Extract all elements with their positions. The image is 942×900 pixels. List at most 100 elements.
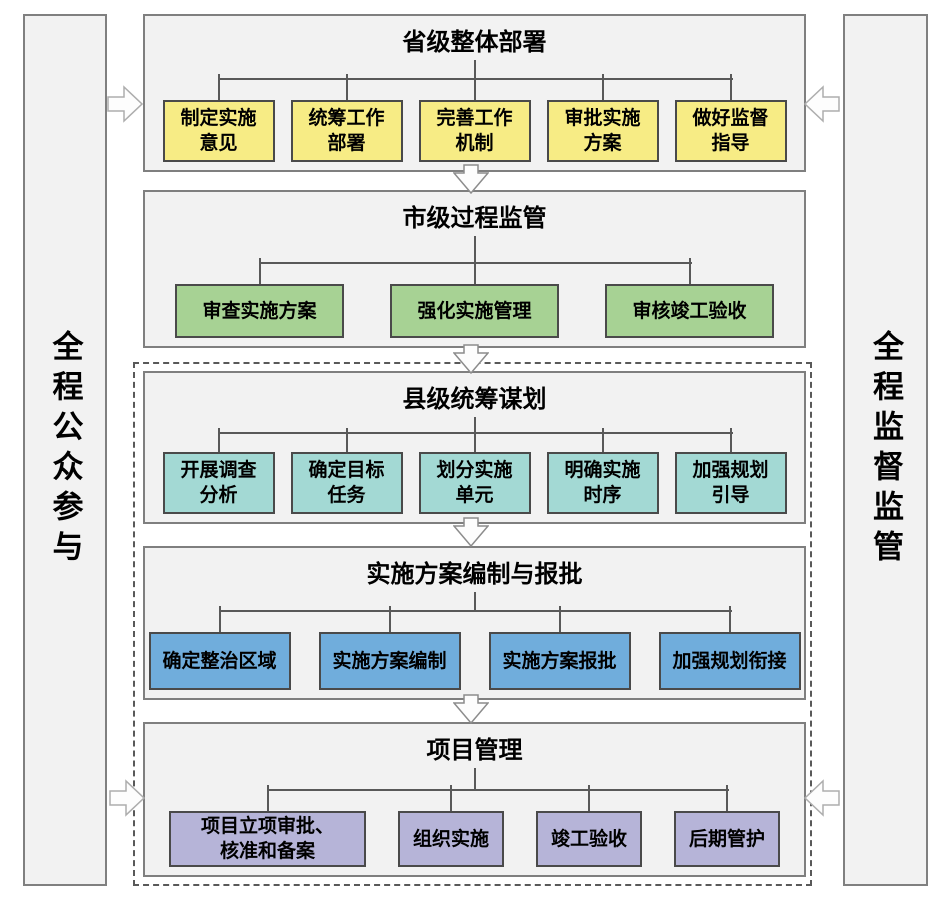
flow-node: 确定整治区域 [148,606,291,690]
connector-line [217,428,220,452]
flow-box: 制定实施 意见 [162,100,275,162]
section-project-management: 项目管理 项目立项审批、 核准和备案 组织实施 竣工验收 后期管护 [143,722,806,877]
down-arrow-icon [452,164,490,195]
flow-box: 组织实施 [398,811,504,867]
flow-box: 划分实施 单元 [418,452,531,514]
flow-node: 完善工作 机制 [418,74,531,162]
flow-node: 制定实施 意见 [162,74,275,162]
flow-box: 项目立项审批、 核准和备案 [169,811,366,867]
flow-node: 强化实施管理 [390,258,559,338]
section-boxes-row: 审查实施方案 强化实施管理 审核竣工验收 [145,258,804,338]
connector-line [473,768,476,789]
connector-line [473,417,476,432]
flow-box: 强化实施管理 [390,284,559,338]
section-provincial-deployment: 省级整体部署 制定实施 意见 统筹工作 部署 完善工作 机制 审批实施 方案 [143,14,806,172]
connector-line [450,785,452,811]
public-participation-label: 全程公众参与 [47,330,83,570]
connector-line [218,606,221,632]
connector-line [729,74,732,100]
down-arrow-icon [452,517,490,548]
connector-line [266,785,269,811]
section-title: 县级统筹谋划 [402,386,547,413]
section-title: 省级整体部署 [402,29,547,56]
section-title: 实施方案编制与报批 [366,561,583,588]
flow-box: 审核竣工验收 [605,284,774,338]
connector-line [601,74,604,100]
flow-node: 组织实施 [398,785,504,867]
section-county-planning: 县级统筹谋划 开展调查 分析 确定目标 任务 划分实施 单元 明确实施 时序 [143,371,806,524]
flow-node: 审查实施方案 [175,258,344,338]
flow-box: 明确实施 时序 [546,452,659,514]
connector-line [588,785,590,811]
supervision-bar: 全程监督监管 [843,14,928,886]
connector-line [726,785,728,811]
connector-line [473,592,476,610]
connector-line [217,74,220,100]
connector-line [220,432,733,434]
public-participation-bar: 全程公众参与 [23,14,107,886]
flow-box: 确定整治区域 [148,632,291,690]
connector-line [601,428,604,452]
flow-node: 确定目标 任务 [290,428,403,514]
flow-node: 后期管护 [674,785,780,867]
flow-box: 审查实施方案 [175,284,344,338]
flow-node: 项目立项审批、 核准和备案 [169,785,366,867]
connector-line [269,789,729,791]
left-arrow-icon [803,84,840,124]
flow-box: 确定目标 任务 [290,452,403,514]
flow-box: 实施方案编制 [318,632,461,690]
flow-node: 实施方案报批 [488,606,631,690]
connector-line [473,428,476,452]
section-boxes-row: 确定整治区域 实施方案编制 实施方案报批 加强规划衔接 [145,606,804,690]
flow-box: 审批实施 方案 [546,100,659,162]
flow-node: 明确实施 时序 [546,428,659,514]
flow-node: 加强规划衔接 [658,606,801,690]
section-boxes-row: 开展调查 分析 确定目标 任务 划分实施 单元 明确实施 时序 加强规划 引导 [145,428,804,514]
flow-node: 做好监督 指导 [674,74,787,162]
down-arrow-icon [452,344,490,375]
connector-line [558,606,561,632]
connector-line [261,262,692,264]
right-arrow-icon [107,84,144,124]
flow-box: 后期管护 [674,811,780,867]
connector-line [345,428,348,452]
flow-box: 加强规划 引导 [674,452,787,514]
flow-box: 竣工验收 [536,811,642,867]
flow-node: 审核竣工验收 [605,258,774,338]
section-title: 市级过程监管 [402,205,547,232]
connector-line [473,74,476,100]
flow-node: 统筹工作 部署 [290,74,403,162]
connector-line [345,74,348,100]
connector-line [473,60,476,78]
flow-box: 统筹工作 部署 [290,100,403,162]
supervision-label: 全程监督监管 [868,330,903,570]
connector-line [473,236,476,262]
down-arrow-icon [452,694,490,725]
flow-box: 完善工作 机制 [418,100,531,162]
section-implementation-plan: 实施方案编制与报批 确定整治区域 实施方案编制 实施方案报批 加强规划衔接 [143,546,806,700]
section-title: 项目管理 [426,737,523,764]
connector-line [258,258,261,284]
left-arrow-icon [803,778,840,818]
section-municipal-supervision: 市级过程监管 审查实施方案 强化实施管理 审核竣工验收 [143,190,806,348]
flow-node: 开展调查 分析 [162,428,275,514]
flow-node: 加强规划 引导 [674,428,787,514]
flow-box: 开展调查 分析 [162,452,275,514]
flow-node: 实施方案编制 [318,606,461,690]
connector-line [388,606,391,632]
connector-line [688,258,691,284]
flow-box: 实施方案报批 [488,632,631,690]
flow-node: 审批实施 方案 [546,74,659,162]
connector-line [473,258,476,284]
connector-line [729,428,732,452]
connector-line [728,606,731,632]
connector-line [220,78,733,80]
connector-line [221,610,732,612]
section-boxes-row: 项目立项审批、 核准和备案 组织实施 竣工验收 后期管护 [145,785,804,867]
flow-node: 划分实施 单元 [418,428,531,514]
flow-node: 竣工验收 [536,785,642,867]
right-arrow-icon [109,778,146,818]
flow-box: 加强规划衔接 [658,632,801,690]
flow-box: 做好监督 指导 [674,100,787,162]
